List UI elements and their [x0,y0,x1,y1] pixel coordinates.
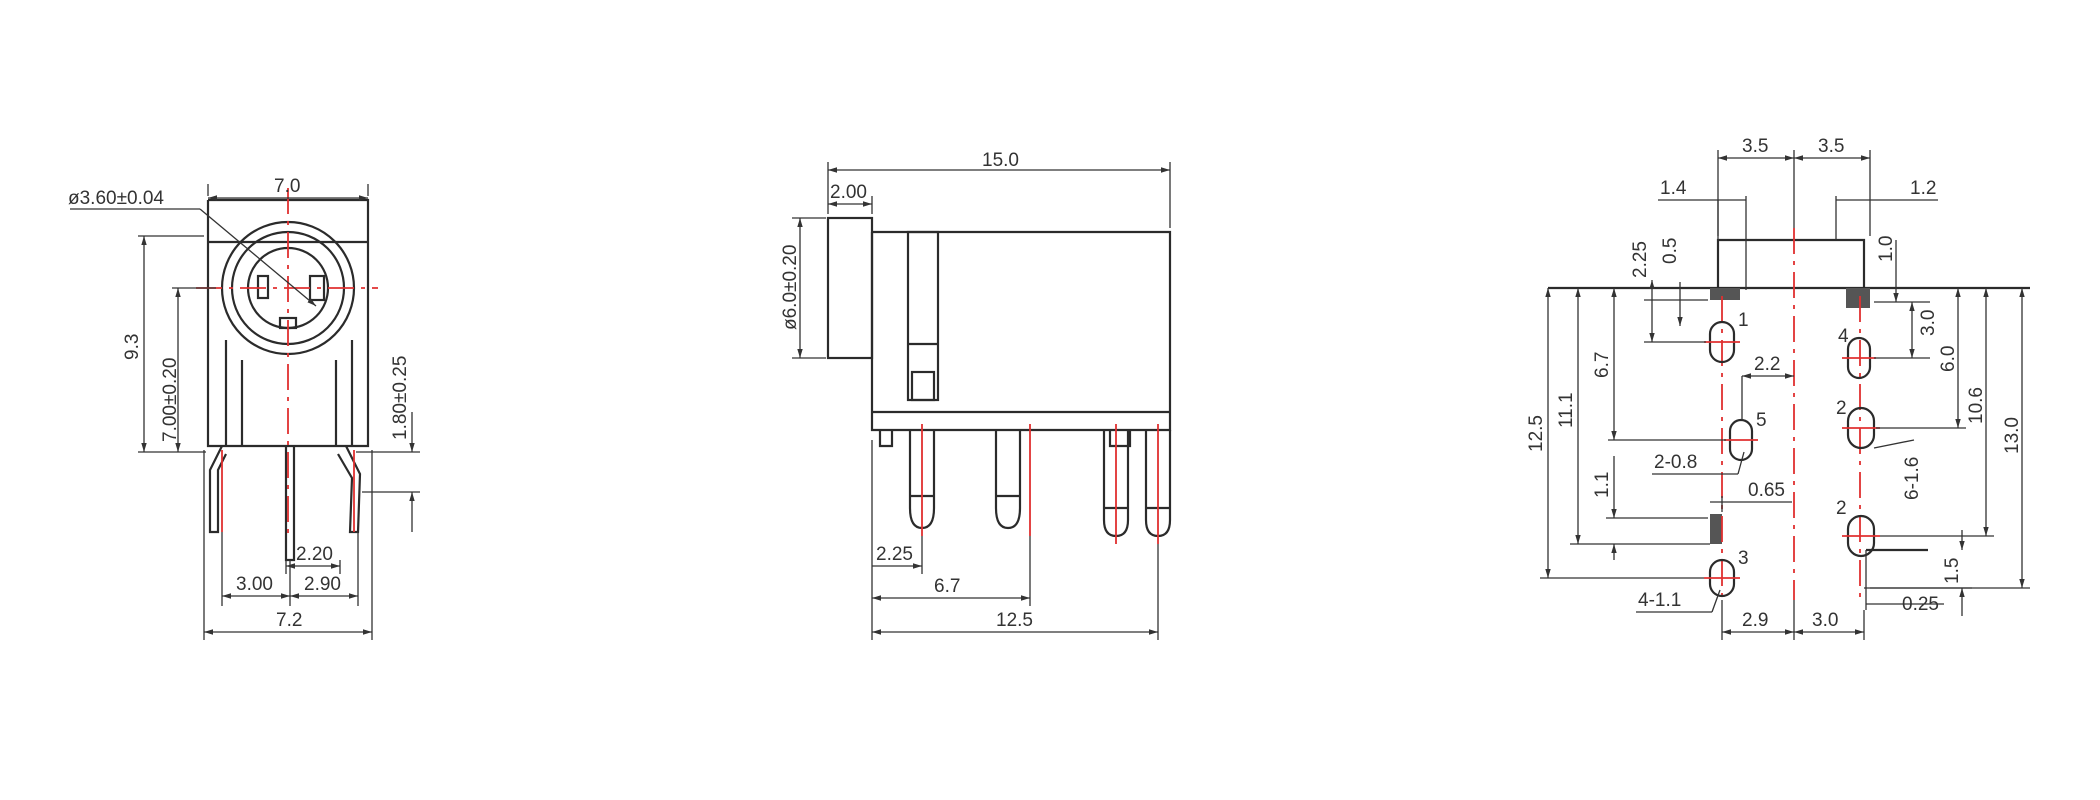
pin-label-3: 3 [1738,548,1749,569]
fp-half-right-label: 3.5 [1818,136,1844,157]
side-bore-dia-label: ø6.0±0.20 [780,245,801,330]
fp-offset-30-label: 3.0 [1918,310,1939,336]
fp-height-67-label: 6.7 [1592,352,1613,378]
front-bore-dia-label: ø3.60±0.04 [68,188,164,209]
fp-offset-225-label: 2.25 [1630,241,1651,278]
front-width-bottom-label: 7.2 [276,610,302,631]
hatch-pad-left [1710,288,1740,300]
front-pin-length-label: 1.80±0.25 [390,356,411,440]
fp-slot-5-label: 2-0.8 [1654,452,1697,473]
hatch-pad-right [1846,288,1870,308]
side-pin-last-label: 12.5 [996,610,1033,631]
fp-gap-065-label: 0.65 [1748,480,1785,501]
pin-label-5: 5 [1756,410,1767,431]
fp-bottom-025-label: 0.25 [1902,594,1939,615]
fp-height-125-label: 12.5 [1526,415,1547,452]
pin-label-2b: 2 [1836,498,1847,519]
front-pin-left [208,445,227,534]
fp-bottom-29-label: 2.9 [1742,610,1768,631]
front-view: ø3.60±0.04 7.0 9.3 7.00±0.20 1.80±0.25 2… [68,176,420,640]
pin-label-1: 1 [1738,310,1749,331]
fp-bottom-30-label: 3.0 [1812,610,1838,631]
fp-half-left-label: 3.5 [1742,136,1768,157]
fp-pad-right-label: 1.2 [1910,178,1936,199]
fp-gap-22-label: 2.2 [1754,354,1780,375]
footprint-view: 1 4 5 2 2 3 3.5 3.5 1.4 1.2 2.25 0.5 1.0 [1526,136,2030,640]
fp-height-11-label: 1.1 [1592,472,1613,498]
fp-height-60-label: 6.0 [1938,346,1959,372]
pin-label-2a: 2 [1836,398,1847,419]
side-pin-first-label: 2.25 [876,544,913,565]
side-pin-mid-label: 6.7 [934,576,960,597]
side-pin-2 [994,430,1022,530]
side-length-label: 15.0 [982,150,1019,171]
side-flange-label: 2.00 [830,182,867,203]
front-width-top-label: 7.0 [274,176,300,197]
fp-height-111-label: 11.1 [1556,392,1577,428]
fp-offset-05-label: 0.5 [1660,238,1681,264]
front-height-total-label: 9.3 [122,334,143,360]
fp-height-130-label: 13.0 [2002,417,2023,454]
footprint-body-outline [1716,238,1866,288]
fp-offset-10-label: 1.0 [1876,236,1897,262]
side-view: 15.0 2.00 ø6.0±0.20 2.25 6.7 12.5 [780,150,1172,640]
front-pin-offset-label: 2.20 [296,544,333,565]
front-pitch-right-label: 2.90 [304,574,341,595]
front-pitch-left-label: 3.00 [236,574,273,595]
fp-hole-4-label: 4-1.1 [1638,590,1681,611]
side-flange [826,216,874,360]
fp-height-15-label: 1.5 [1942,558,1963,584]
fp-pad-left-label: 1.4 [1660,178,1687,199]
front-height-center-label: 7.00±0.20 [160,358,181,442]
front-pin-right [337,445,362,534]
pin-label-4: 4 [1838,326,1849,347]
fp-slot-6-label: 6-1.6 [1902,457,1923,500]
fp-height-106-label: 10.6 [1966,387,1987,424]
